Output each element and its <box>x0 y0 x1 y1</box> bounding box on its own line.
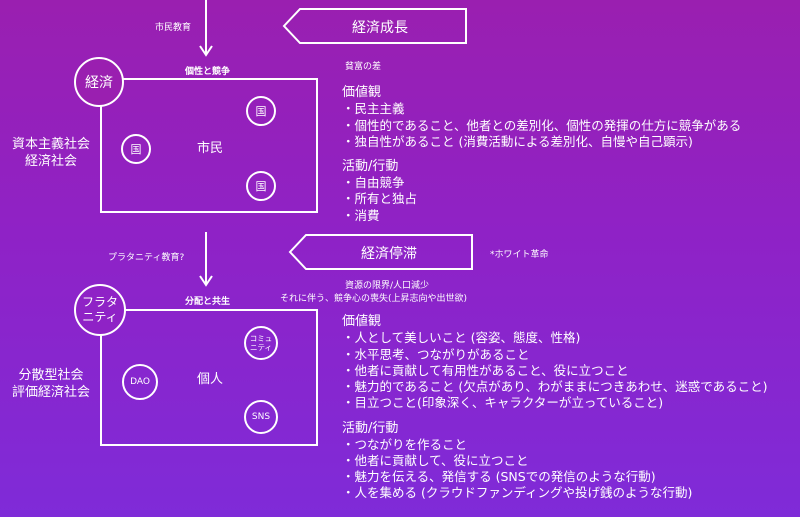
upper-activity-item: ・所有と独占 <box>342 191 418 206</box>
lower-activity-item: ・つながりを作ること <box>342 437 468 452</box>
fraternity-circle: フラタ ニティ <box>74 284 126 336</box>
stagnation-banner-shape <box>288 234 473 270</box>
stagnation-banner: 経済停滞 <box>361 246 417 262</box>
lower-value-item: ・魅力的であること (欠点があり、わがままにつきあわせ、迷惑であること) <box>342 379 768 394</box>
citizen-center-label: 市民 <box>197 141 224 156</box>
country-node-3: 国 <box>246 171 276 201</box>
upper-box <box>100 78 318 213</box>
white-revolution-label: *ホワイト革命 <box>490 250 549 260</box>
competition-loss-note: それに伴う、競争心の喪失(上昇志向や出世欲) <box>280 294 468 304</box>
lower-value-item: ・目立つこと(印象深く、キャラクターが立っていること) <box>342 395 664 410</box>
country-node-1: 国 <box>246 96 276 126</box>
lower-activity-item: ・人を集める (クラウドファンディングや投げ銭のような行動) <box>342 485 693 500</box>
lower-activities-title: 活動/行動 <box>342 421 399 436</box>
upper-activity-item: ・自由競争 <box>342 175 405 190</box>
resource-limit-note: 資源の限界/人口減少 <box>345 281 430 291</box>
lower-value-item: ・人として美しいこと (容姿、態度、性格) <box>342 330 581 345</box>
upper-activities-title: 活動/行動 <box>342 159 399 174</box>
lower-activity-item: ・他者に貢献して、役に立つこと <box>342 453 529 468</box>
upper-activity-item: ・消費 <box>342 208 380 223</box>
upper-box-title: 個性と競争 <box>185 67 231 77</box>
citizen-education-label: 市民教育 <box>155 23 192 33</box>
economy-circle-label: 経済 <box>85 75 113 91</box>
upper-side-label: 資本主義社会 経済社会 <box>11 137 90 169</box>
sns-node: SNS <box>244 400 278 434</box>
upper-value-item: ・民主主義 <box>342 101 405 116</box>
lower-box-title: 分配と共生 <box>185 297 231 307</box>
growth-banner-shape <box>282 8 467 44</box>
lower-side-label: 分散型社会 評価経済社会 <box>11 368 90 400</box>
down-arrow-middle <box>199 232 213 287</box>
lower-values-title: 価値観 <box>342 314 382 329</box>
fraternity-education-label: プラタニティ教育? <box>108 253 185 263</box>
lower-box <box>100 309 318 446</box>
country-node-2: 国 <box>121 134 151 164</box>
community-node: コミュ ニティ <box>244 326 278 360</box>
lower-activity-item: ・魅力を伝える、発信する (SNSでの発信のような行動) <box>342 469 656 484</box>
economy-circle: 経済 <box>74 57 124 107</box>
lower-value-item: ・他者に貢献して有用性があること、役に立つこと <box>342 363 629 378</box>
individual-center-label: 個人 <box>197 372 224 387</box>
growth-banner: 経済成長 <box>352 20 408 36</box>
dao-node: DAO <box>122 364 158 400</box>
lower-value-item: ・水平思考、つながりがあること <box>342 347 530 362</box>
upper-values-title: 価値観 <box>342 85 382 100</box>
upper-value-item: ・個性的であること、他者との差別化、個性の発揮の仕方に競争がある <box>342 118 742 133</box>
down-arrow-top <box>199 0 213 57</box>
wealth-gap-label: 貧富の差 <box>345 62 382 72</box>
upper-value-item: ・独自性があること (消費活動による差別化、自慢や自己顕示) <box>342 134 693 149</box>
